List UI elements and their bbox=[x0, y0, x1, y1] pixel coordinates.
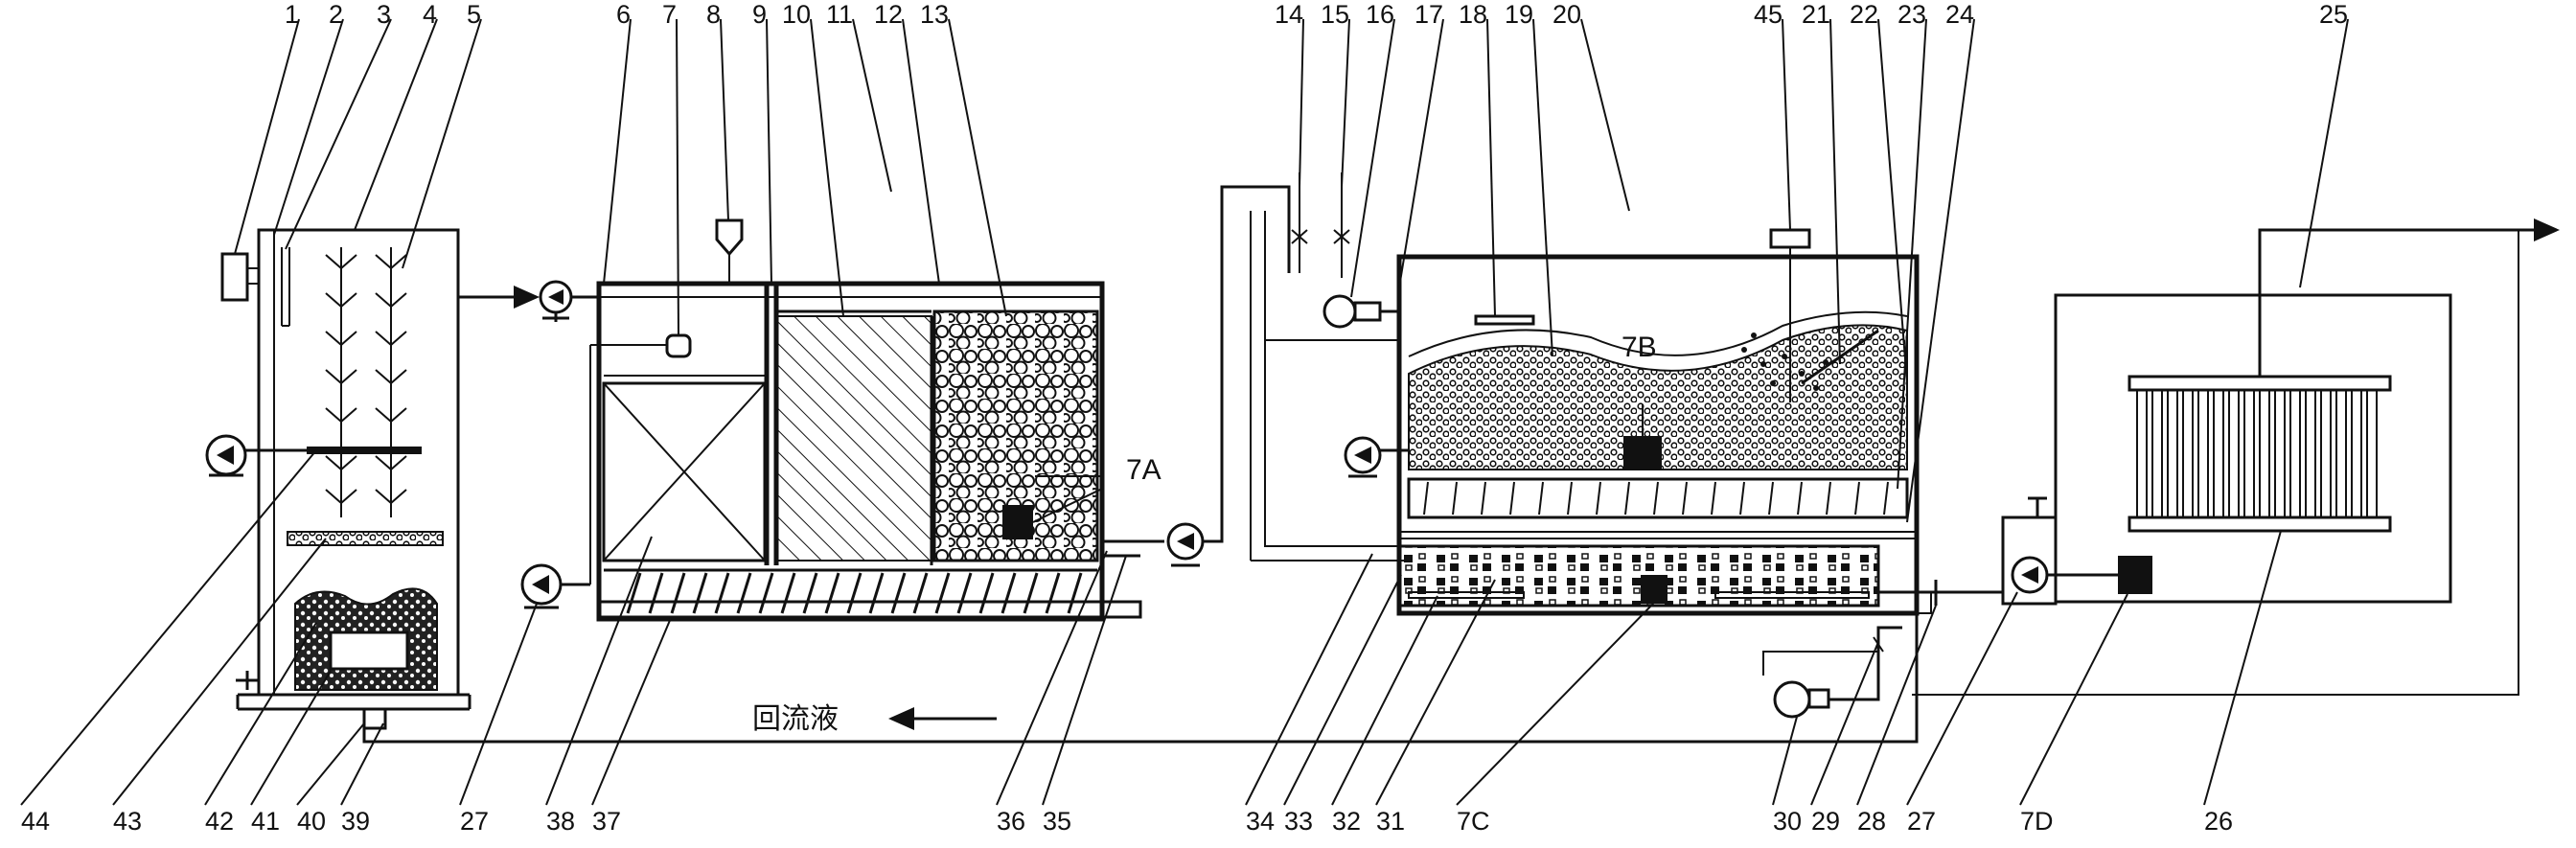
top-label-7: 8 bbox=[706, 0, 721, 29]
bottom-label-3: 41 bbox=[251, 807, 280, 836]
right-reactor bbox=[1250, 172, 2003, 719]
sensor-label-7a: 7A bbox=[1126, 454, 1162, 486]
bottom-label-2: 42 bbox=[205, 807, 234, 836]
bottom-labels: 44 43 42 41 40 39 27 38 37 36 35 34 33 32 31 7C 30 29 28 27… bbox=[21, 807, 2233, 836]
top-leaders bbox=[234, 18, 2349, 523]
top-label-1: 2 bbox=[329, 0, 343, 29]
pump-a bbox=[539, 280, 573, 322]
bottom-label-20: 7D bbox=[2020, 807, 2054, 836]
top-label-14: 15 bbox=[1321, 0, 1349, 29]
plant-carriers bbox=[325, 247, 407, 517]
bottom-label-15: 7C bbox=[1457, 807, 1490, 836]
top-label-21: 21 bbox=[1802, 0, 1830, 29]
top-label-24: 24 bbox=[1945, 0, 1974, 29]
top-label-3: 4 bbox=[423, 0, 437, 29]
sensor-label-7b: 7B bbox=[1622, 332, 1657, 363]
bottom-label-21: 26 bbox=[2204, 807, 2233, 836]
top-label-8: 9 bbox=[752, 0, 767, 29]
bottom-label-5: 39 bbox=[341, 807, 370, 836]
top-label-2: 3 bbox=[377, 0, 391, 29]
bottom-label-14: 31 bbox=[1376, 807, 1405, 836]
bottom-label-12: 33 bbox=[1284, 807, 1313, 836]
bottom-label-0: 44 bbox=[21, 807, 50, 836]
bottom-label-11: 34 bbox=[1246, 807, 1275, 836]
top-label-23: 23 bbox=[1898, 0, 1926, 29]
top-label-22: 22 bbox=[1850, 0, 1878, 29]
top-label-4: 5 bbox=[467, 0, 481, 29]
top-label-17: 18 bbox=[1459, 0, 1487, 29]
bottom-label-4: 40 bbox=[297, 807, 326, 836]
return-line bbox=[362, 592, 1919, 744]
top-label-19: 20 bbox=[1552, 0, 1581, 29]
bottom-label-10: 35 bbox=[1043, 807, 1071, 836]
top-label-11: 12 bbox=[874, 0, 903, 29]
bottom-label-17: 29 bbox=[1811, 807, 1840, 836]
pump-27-left bbox=[520, 563, 590, 609]
sensor-7d bbox=[2118, 556, 2152, 594]
top-label-5: 6 bbox=[616, 0, 631, 29]
top-label-20: 45 bbox=[1754, 0, 1782, 29]
top-label-0: 1 bbox=[285, 0, 299, 29]
sensor-7b bbox=[1623, 436, 1662, 470]
top-label-10: 11 bbox=[826, 0, 853, 29]
bottom-label-13: 32 bbox=[1332, 807, 1361, 836]
return-liquid-label: 回流液 bbox=[752, 703, 839, 735]
column-reactor bbox=[205, 228, 472, 730]
sensor-7a bbox=[1002, 505, 1033, 539]
top-label-15: 16 bbox=[1366, 0, 1394, 29]
top-label-12: 13 bbox=[920, 0, 949, 29]
top-label-6: 7 bbox=[662, 0, 677, 29]
top-label-13: 14 bbox=[1275, 0, 1303, 29]
bottom-label-16: 30 bbox=[1773, 807, 1802, 836]
bottom-label-1: 43 bbox=[113, 807, 142, 836]
top-label-9: 10 bbox=[782, 0, 811, 29]
bottom-label-9: 36 bbox=[997, 807, 1025, 836]
multi-stage-tank bbox=[589, 218, 1142, 622]
membrane-module bbox=[1912, 218, 2560, 696]
top-label-18: 19 bbox=[1505, 0, 1533, 29]
bottom-label-7: 38 bbox=[546, 807, 575, 836]
top-label-25: 25 bbox=[2319, 0, 2348, 29]
bottom-label-6: 27 bbox=[460, 807, 489, 836]
bottom-label-18: 28 bbox=[1857, 807, 1886, 836]
top-label-16: 17 bbox=[1414, 0, 1443, 29]
bottom-leaders bbox=[20, 404, 2282, 806]
bottom-label-19: 27 bbox=[1907, 807, 1936, 836]
sensor-7c bbox=[1641, 575, 1668, 604]
bottom-label-8: 37 bbox=[592, 807, 621, 836]
pump-b bbox=[1166, 522, 1205, 567]
